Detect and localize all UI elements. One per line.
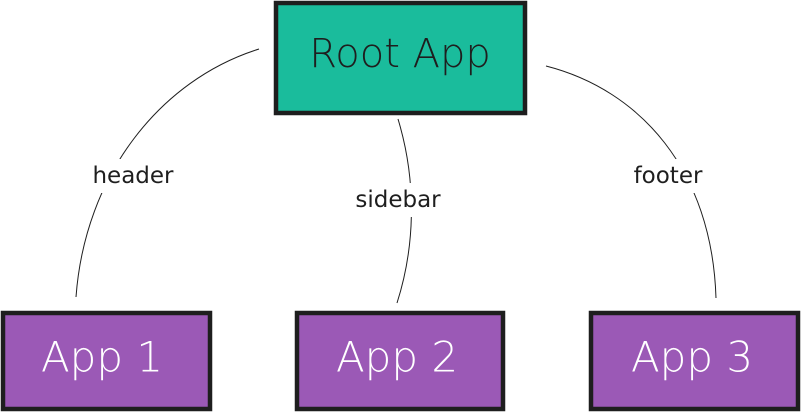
app-2-label: App 2 [336,333,458,382]
app-3-box [588,310,801,412]
app-3-node: App 3 [588,310,801,412]
root-app-label: Root App [309,31,490,77]
app-1-box [0,310,213,412]
root-app-node: Root App [273,0,528,116]
edge-label-bg [622,159,714,193]
edge-label-header: header [92,163,174,189]
edge-header [75,48,260,298]
app-3-label: App 3 [631,333,753,382]
root-app-box [273,0,528,116]
edge-label-bg [80,159,186,193]
edge-label-bg [342,183,452,217]
app-1-label: App 1 [41,333,163,382]
app-1-node: App 1 [0,310,213,412]
app-2-box [294,310,506,412]
edge-label-sidebar: sidebar [355,187,441,213]
app-2-node: App 2 [294,310,506,412]
edge-footer [545,65,717,299]
edge-label-footer: footer [634,163,703,189]
